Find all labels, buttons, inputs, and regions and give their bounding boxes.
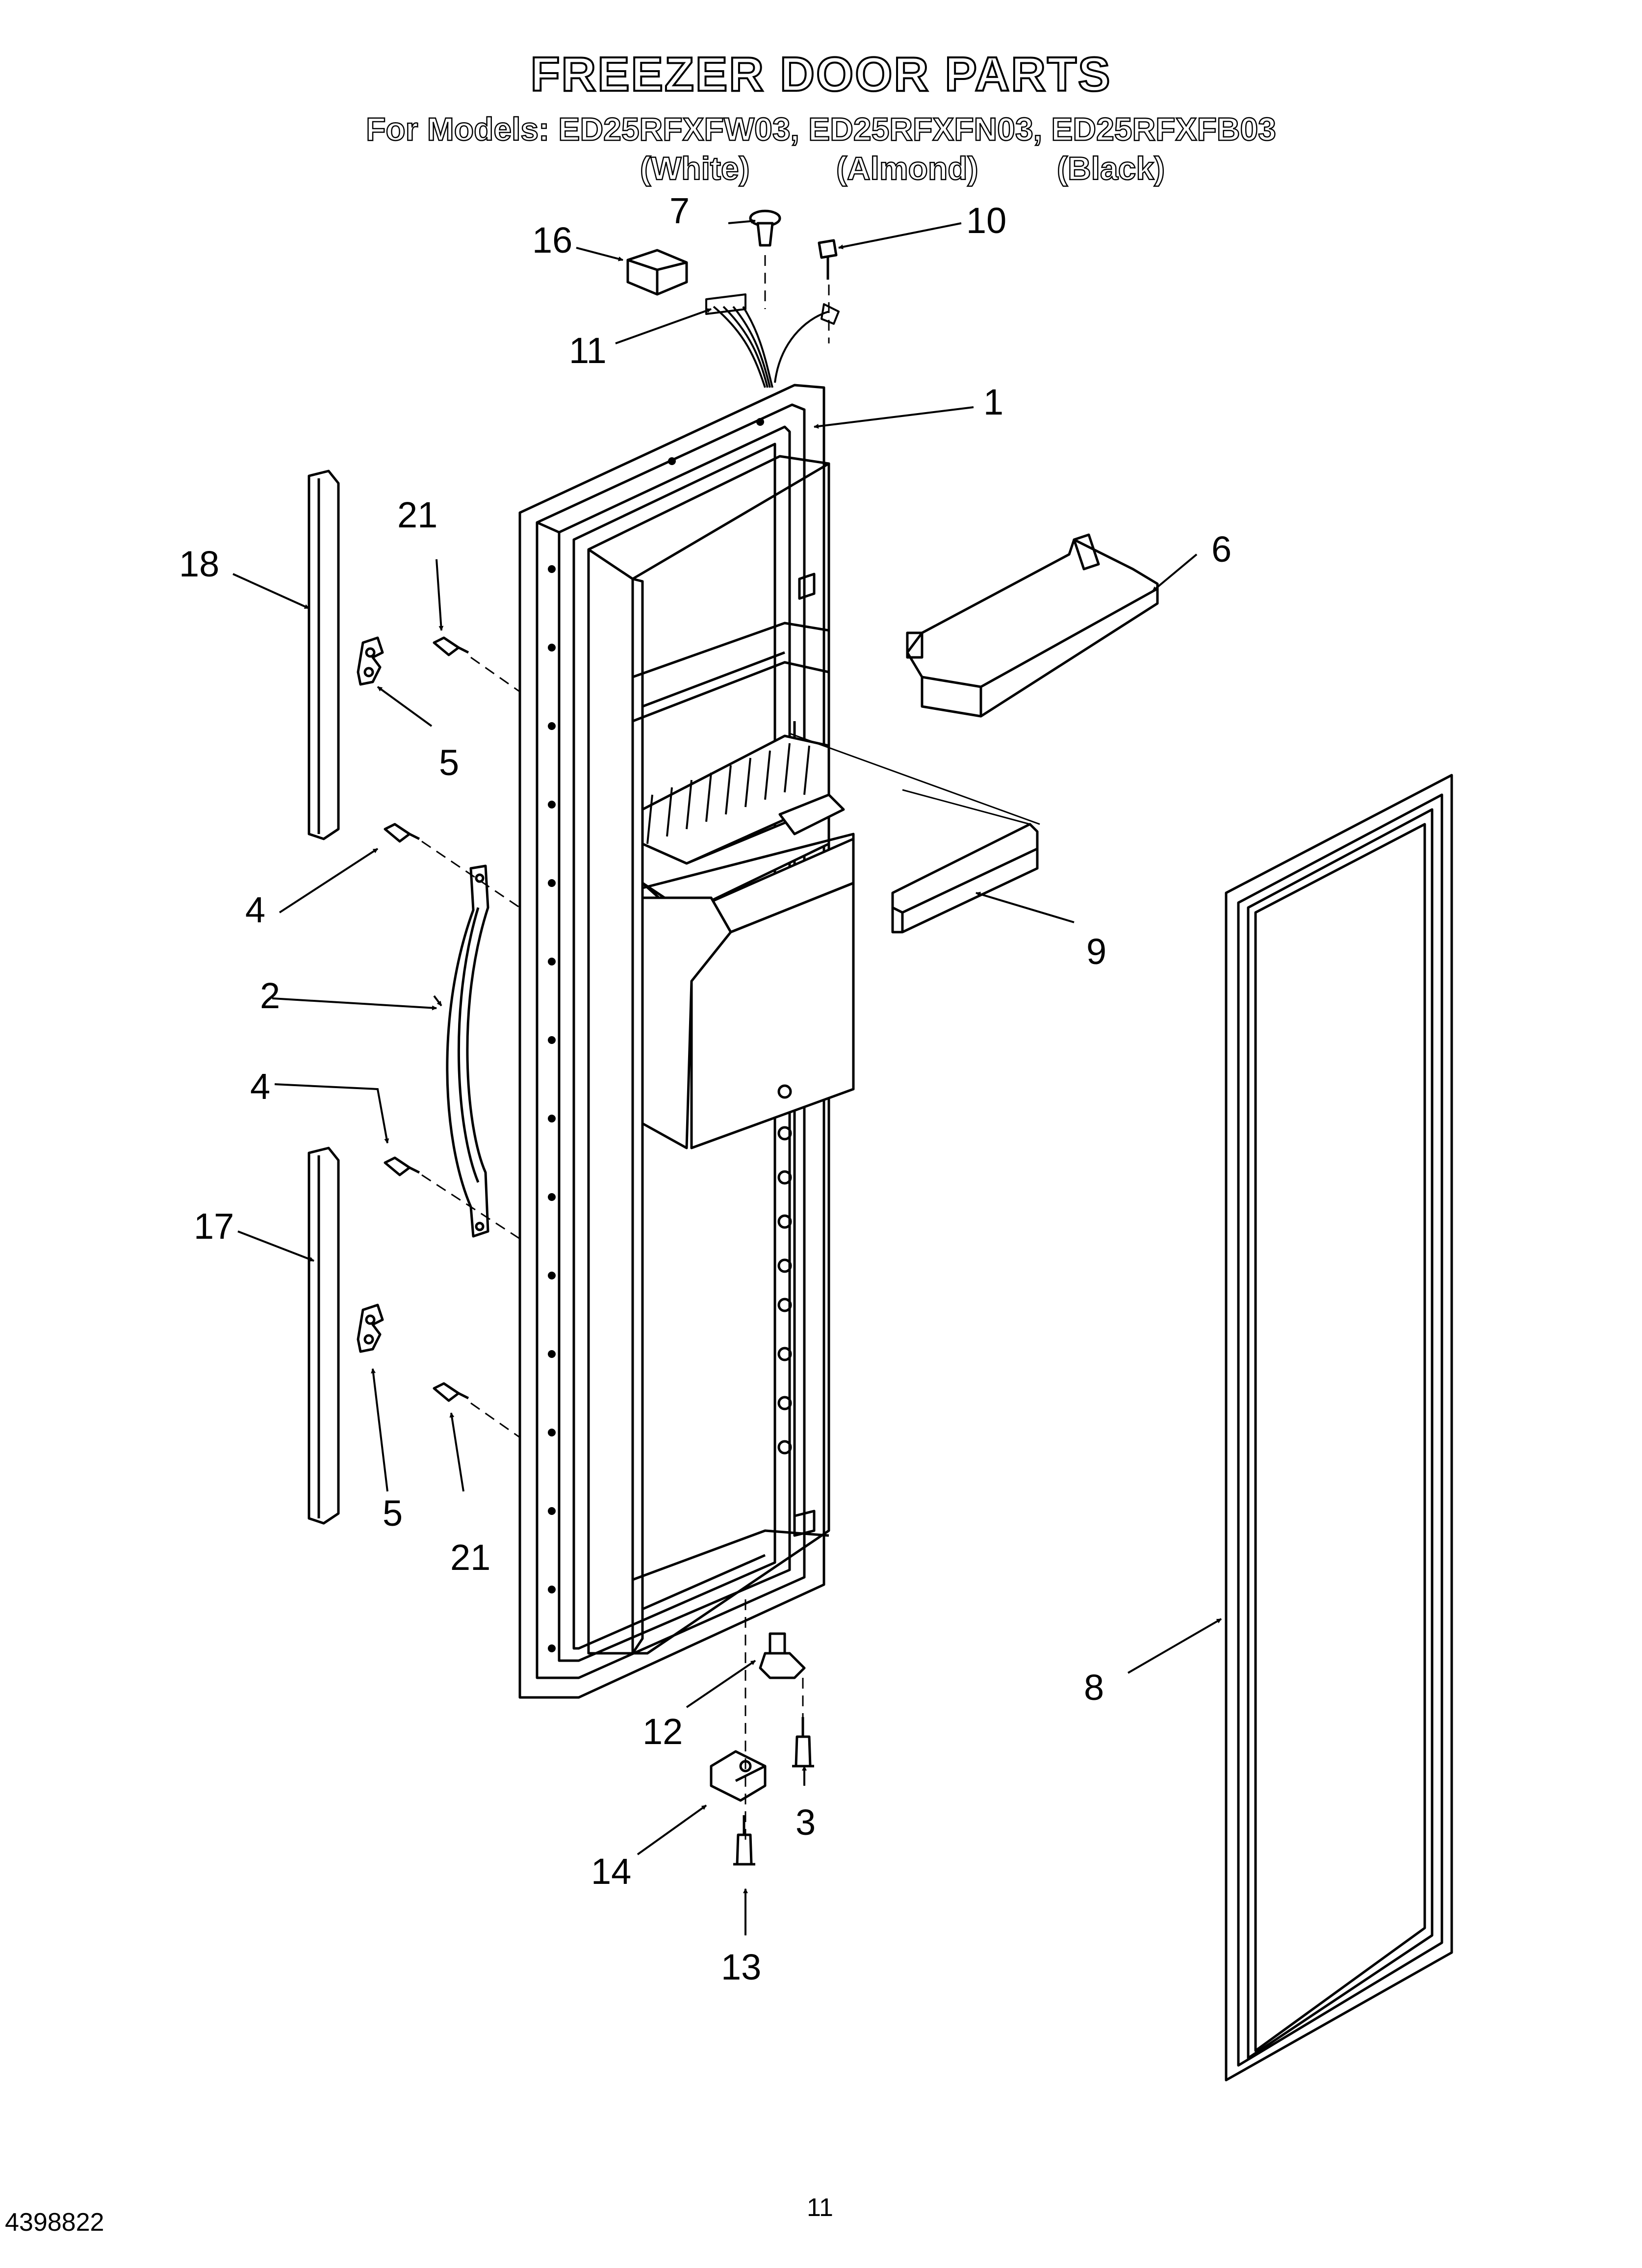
screw-21-upper xyxy=(433,636,469,656)
plug-7 xyxy=(749,209,781,247)
page-title: FREEZER DOOR PARTS xyxy=(530,46,1112,102)
bracket-5-upper xyxy=(357,636,384,686)
variant-black: (Black) xyxy=(1056,150,1166,187)
dispenser-housing xyxy=(641,734,855,1149)
bracket-5-lower xyxy=(357,1303,384,1353)
callout-5-lower: 5 xyxy=(383,1493,403,1534)
door-shelf-bin-6 xyxy=(906,533,1159,718)
door-latch-top xyxy=(798,573,816,600)
callout-21-lower: 21 xyxy=(450,1537,490,1578)
hinge-pin-12 xyxy=(759,1632,806,1679)
callout-5-upper: 5 xyxy=(439,742,459,783)
hinge-block-14 xyxy=(710,1750,767,1802)
document-id: 4398822 xyxy=(5,2208,104,2237)
assembly-lines xyxy=(421,255,1040,1845)
callout-8: 8 xyxy=(1084,1667,1104,1708)
callout-14: 14 xyxy=(591,1851,631,1892)
door-mounting-holes xyxy=(548,418,764,1652)
trim-strip-17 xyxy=(308,1147,340,1525)
door-latch-bottom xyxy=(793,1510,816,1537)
trim-strip-18 xyxy=(308,469,340,840)
models-line: For Models: ED25RFXFW03, ED25RFXFN03, ED… xyxy=(365,110,1277,148)
callout-16: 16 xyxy=(532,220,572,261)
screw-13 xyxy=(733,1815,755,1866)
screw-3 xyxy=(792,1717,814,1768)
page-number: 11 xyxy=(807,2193,833,2222)
callout-2: 2 xyxy=(260,975,280,1016)
screw-4-lower xyxy=(384,1156,420,1176)
callout-1: 1 xyxy=(983,382,1003,422)
callout-17: 17 xyxy=(194,1206,234,1247)
variant-white: (White) xyxy=(640,150,750,187)
screw-10 xyxy=(818,239,838,280)
ice-grille xyxy=(646,743,810,844)
leader-arrows xyxy=(232,218,1222,1935)
callout-4-upper: 4 xyxy=(245,889,265,930)
connector-16 xyxy=(626,249,688,296)
wire-harness-11 xyxy=(705,293,840,388)
screw-4-upper xyxy=(384,823,420,843)
callout-11: 11 xyxy=(569,330,607,371)
callout-10: 10 xyxy=(966,200,1006,241)
callout-12: 12 xyxy=(642,1711,683,1752)
callout-9: 9 xyxy=(1086,931,1106,972)
callout-7: 7 xyxy=(669,190,690,231)
callout-18: 18 xyxy=(179,544,219,584)
screw-21-lower xyxy=(433,1382,469,1402)
callout-13: 13 xyxy=(721,1947,761,1987)
rail-9 xyxy=(891,823,1039,934)
door-handle xyxy=(446,864,489,1238)
variant-almond: (Almond) xyxy=(836,150,979,187)
callout-4-lower: 4 xyxy=(250,1066,270,1107)
callout-3: 3 xyxy=(795,1802,816,1843)
door-gasket-8 xyxy=(1225,774,1453,2082)
callout-6: 6 xyxy=(1211,529,1232,570)
callout-21-upper: 21 xyxy=(397,495,437,535)
dispenser-drain-holes xyxy=(777,1084,792,1455)
